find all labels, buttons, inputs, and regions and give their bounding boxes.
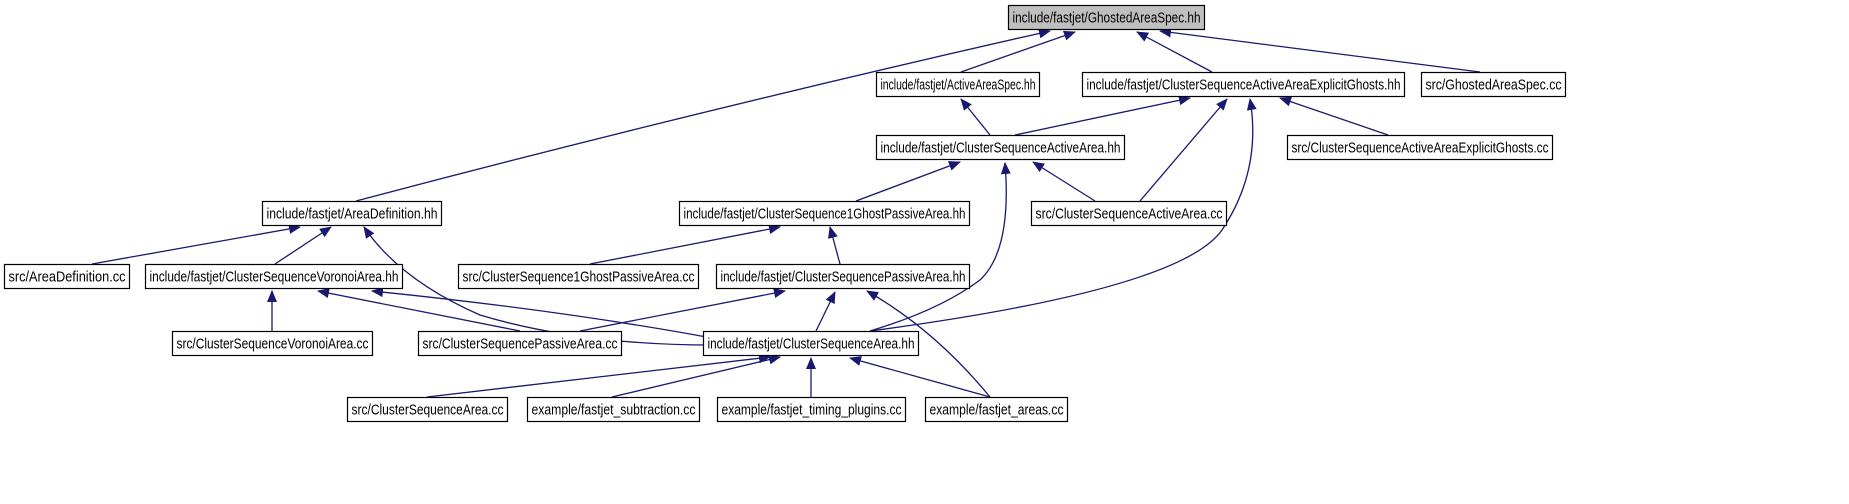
node-label: example/fastjet_timing_plugins.cc xyxy=(722,403,902,419)
nodes-layer: include/fastjet/GhostedAreaSpec.hh includ… xyxy=(3,4,1567,423)
edge-n15-to-n10 xyxy=(371,287,713,339)
graph-node[interactable]: src/ClusterSequenceArea.cc xyxy=(346,396,509,423)
node-box[interactable] xyxy=(875,134,1126,161)
graph-node[interactable]: example/fastjet_areas.cc xyxy=(924,396,1069,423)
edges-layer xyxy=(91,27,1481,398)
graph-node[interactable]: include/fastjet/ClusterSequenceVoronoiAr… xyxy=(144,263,404,290)
graph-node[interactable]: include/fastjet/ClusterSequence1GhostPas… xyxy=(678,200,971,227)
edge-n8-to-n2 xyxy=(1139,98,1228,202)
node-box[interactable] xyxy=(678,200,971,227)
edge-n8-to-n4 xyxy=(1032,161,1096,202)
node-label: include/fastjet/ClusterSequenceArea.hh xyxy=(708,337,915,353)
edge-n4-to-n1 xyxy=(960,98,991,136)
edge-n11-to-n7 xyxy=(589,224,781,265)
node-box[interactable] xyxy=(144,263,404,290)
graph-node[interactable]: include/fastjet/ClusterSequenceActiveAre… xyxy=(875,134,1126,161)
node-box[interactable] xyxy=(261,200,443,227)
edge-n12-to-n7 xyxy=(828,226,841,265)
node-box[interactable] xyxy=(3,263,131,290)
node-box[interactable] xyxy=(526,396,701,423)
node-box[interactable] xyxy=(346,396,509,423)
node-label: include/fastjet/ClusterSequenceActiveAre… xyxy=(1087,78,1401,94)
graph-node[interactable]: example/fastjet_subtraction.cc xyxy=(526,396,701,423)
node-label: src/ClusterSequenceVoronoiArea.cc xyxy=(177,337,369,353)
edge-n1-to-n0 xyxy=(960,30,1076,73)
node-label: src/ClusterSequencePassiveArea.cc xyxy=(423,337,618,353)
edge-n14-to-n12 xyxy=(579,288,786,332)
node-label: src/ClusterSequenceArea.cc xyxy=(352,403,504,419)
edge-n3-to-n0 xyxy=(1159,27,1481,73)
edge-n7-to-n4 xyxy=(855,161,961,202)
node-box[interactable] xyxy=(1420,71,1567,98)
graph-node[interactable]: src/AreaDefinition.cc xyxy=(3,263,131,290)
node-label: src/ClusterSequence1GhostPassiveArea.cc xyxy=(463,270,695,286)
graph-node[interactable]: include/fastjet/AreaDefinition.hh xyxy=(261,200,443,227)
node-box[interactable] xyxy=(716,396,907,423)
node-box[interactable] xyxy=(457,263,700,290)
graph-node[interactable]: src/ClusterSequencePassiveArea.cc xyxy=(417,330,623,357)
node-label: src/AreaDefinition.cc xyxy=(9,270,126,286)
edge-n2-to-n0 xyxy=(1136,31,1213,73)
graph-node[interactable]: example/fastjet_timing_plugins.cc xyxy=(716,396,907,423)
node-label: include/fastjet/ClusterSequence1GhostPas… xyxy=(684,207,966,223)
node-box[interactable] xyxy=(715,263,971,290)
node-label: include/fastjet/ActiveAreaSpec.hh xyxy=(881,78,1036,94)
edge-n14-to-n10 xyxy=(317,288,521,332)
edge-n15-to-n12 xyxy=(815,291,836,332)
edge-n15-to-n4 xyxy=(869,162,1011,332)
node-label: example/fastjet_areas.cc xyxy=(930,403,1064,419)
node-box[interactable] xyxy=(924,396,1069,423)
edge-n4-to-n2 xyxy=(1014,95,1191,136)
node-label: src/ClusterSequenceActiveAreaExplicitGho… xyxy=(1292,141,1549,157)
graph-node[interactable]: include/fastjet/ClusterSequenceActiveAre… xyxy=(1081,71,1406,98)
edge-n6-to-n0 xyxy=(355,28,1051,202)
node-box[interactable] xyxy=(1030,200,1228,227)
graph-node[interactable]: src/ClusterSequenceActiveAreaExplicitGho… xyxy=(1286,134,1554,161)
node-box[interactable] xyxy=(1081,71,1406,98)
node-label: include/fastjet/ClusterSequenceActiveAre… xyxy=(881,141,1121,157)
graph-node[interactable]: include/fastjet/ClusterSequenceArea.hh xyxy=(702,330,920,357)
edge-n19-to-n15 xyxy=(849,356,991,398)
graph-node[interactable]: src/ClusterSequenceVoronoiArea.cc xyxy=(171,330,374,357)
graph-node[interactable]: src/ClusterSequenceActiveArea.cc xyxy=(1030,200,1228,227)
node-label: include/fastjet/ClusterSequenceVoronoiAr… xyxy=(150,270,399,286)
node-label: include/fastjet/ClusterSequencePassiveAr… xyxy=(721,270,966,286)
edge-n10-to-n6 xyxy=(274,226,332,265)
node-label: src/GhostedAreaSpec.cc xyxy=(1426,78,1562,94)
node-box[interactable] xyxy=(171,330,374,357)
graph-node[interactable]: include/fastjet/GhostedAreaSpec.hh xyxy=(1007,4,1206,31)
graph-node[interactable]: include/fastjet/ClusterSequencePassiveAr… xyxy=(715,263,971,290)
edge-n19-to-n12 xyxy=(866,290,991,398)
node-box[interactable] xyxy=(1286,134,1554,161)
graph-node[interactable]: src/GhostedAreaSpec.cc xyxy=(1420,71,1567,98)
node-label: example/fastjet_subtraction.cc xyxy=(532,403,696,419)
node-label: include/fastjet/GhostedAreaSpec.hh xyxy=(1013,11,1201,27)
edge-n16-to-n15 xyxy=(426,353,771,398)
node-box[interactable] xyxy=(875,71,1041,98)
graph-node[interactable]: src/ClusterSequence1GhostPassiveArea.cc xyxy=(457,263,700,290)
edge-n9-to-n6 xyxy=(91,224,301,265)
node-box[interactable] xyxy=(702,330,920,357)
node-label: include/fastjet/AreaDefinition.hh xyxy=(267,207,438,223)
edge-n15-to-n2 xyxy=(869,98,1257,332)
edge-n5-to-n2 xyxy=(1279,96,1389,136)
node-label: src/ClusterSequenceActiveArea.cc xyxy=(1036,207,1223,223)
edge-n17-to-n15 xyxy=(611,354,781,398)
node-box[interactable] xyxy=(417,330,623,357)
node-box[interactable] xyxy=(1007,4,1206,31)
graph-node[interactable]: include/fastjet/ActiveAreaSpec.hh xyxy=(875,71,1041,98)
edge-n15-to-n6 xyxy=(363,226,713,346)
